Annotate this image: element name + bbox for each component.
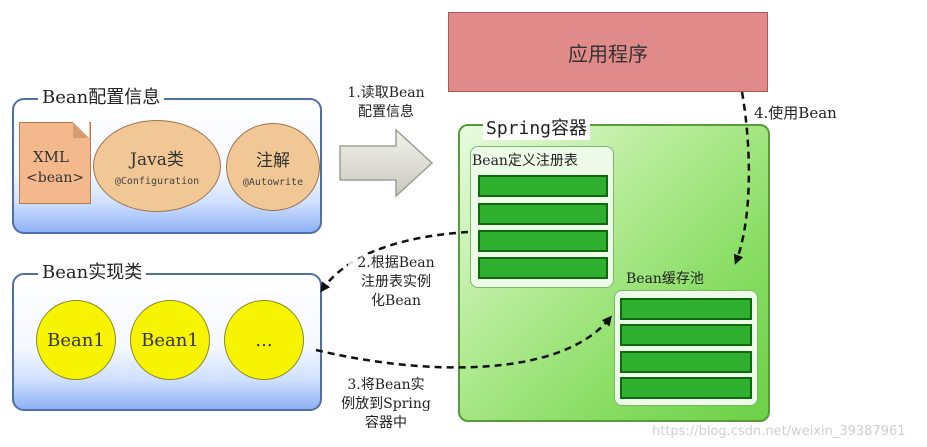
registry-entry bbox=[478, 257, 608, 279]
application-label: 应用程序 bbox=[568, 41, 648, 66]
registry-title: Bean定义注册表 bbox=[472, 153, 578, 169]
step3-line2: 例放到Spring bbox=[341, 396, 431, 412]
use-bean-arrow bbox=[733, 91, 751, 265]
bean-instance: Bean1 bbox=[130, 300, 210, 380]
bean-config-title: Bean配置信息 bbox=[38, 88, 165, 108]
step3-label: 3.将Bean实 例放到Spring 容器中 bbox=[336, 376, 436, 433]
step3-line3: 容器中 bbox=[365, 415, 407, 431]
watermark: https://blog.csdn.net/weixin_39387961 bbox=[652, 424, 906, 439]
step1-label: 1.读取Bean 配置信息 bbox=[340, 84, 432, 122]
step3-line1: 3.将Bean实 bbox=[347, 377, 425, 393]
application-box: 应用程序 bbox=[448, 12, 768, 92]
step1-line2: 配置信息 bbox=[358, 104, 414, 120]
bean-ellipsis-label: ... bbox=[255, 329, 273, 351]
step2-line3: 化Bean bbox=[371, 293, 421, 309]
java-class-ellipse: Java类 @Configuration bbox=[93, 120, 221, 212]
registry-entry bbox=[478, 203, 608, 225]
java-class-label: Java类 bbox=[130, 150, 184, 170]
registry-entry bbox=[478, 230, 608, 252]
bean-instance-label: Bean1 bbox=[47, 329, 105, 351]
cache-entry bbox=[620, 377, 752, 399]
step1-line1: 1.读取Bean bbox=[347, 85, 425, 101]
doc-fold-icon bbox=[73, 122, 89, 138]
step4-label: 4.使用Bean bbox=[754, 104, 837, 122]
step2-line2: 注册表实例 bbox=[361, 274, 431, 290]
cache-entry bbox=[620, 351, 752, 373]
cache-entry bbox=[620, 324, 752, 346]
store-bean-arrow bbox=[315, 315, 612, 369]
xml-bean-label: <bean> bbox=[26, 170, 85, 186]
bean-impl-title: Bean实现类 bbox=[38, 263, 147, 283]
bean-instance-ellipsis: ... bbox=[224, 300, 304, 380]
xml-label: XML bbox=[33, 148, 69, 166]
cache-title: Bean缓存池 bbox=[626, 271, 704, 287]
step2-label: 2.根据Bean 注册表实例 化Bean bbox=[348, 254, 444, 311]
read-config-arrow bbox=[339, 128, 434, 198]
step2-line1: 2.根据Bean bbox=[357, 255, 435, 271]
bean-instance: Bean1 bbox=[36, 300, 116, 380]
configuration-annotation: @Configuration bbox=[114, 176, 200, 187]
autowrite-annotation: @Autowrite bbox=[242, 177, 304, 188]
bean-instance-label: Bean1 bbox=[141, 329, 199, 351]
registry-entry bbox=[478, 175, 608, 197]
spring-container-title: Spring容器 bbox=[483, 114, 591, 140]
instantiate-arrow bbox=[320, 230, 469, 293]
cache-entry bbox=[620, 298, 752, 320]
annotation-label: 注解 bbox=[256, 151, 290, 171]
annotation-ellipse: 注解 @Autowrite bbox=[226, 123, 320, 211]
